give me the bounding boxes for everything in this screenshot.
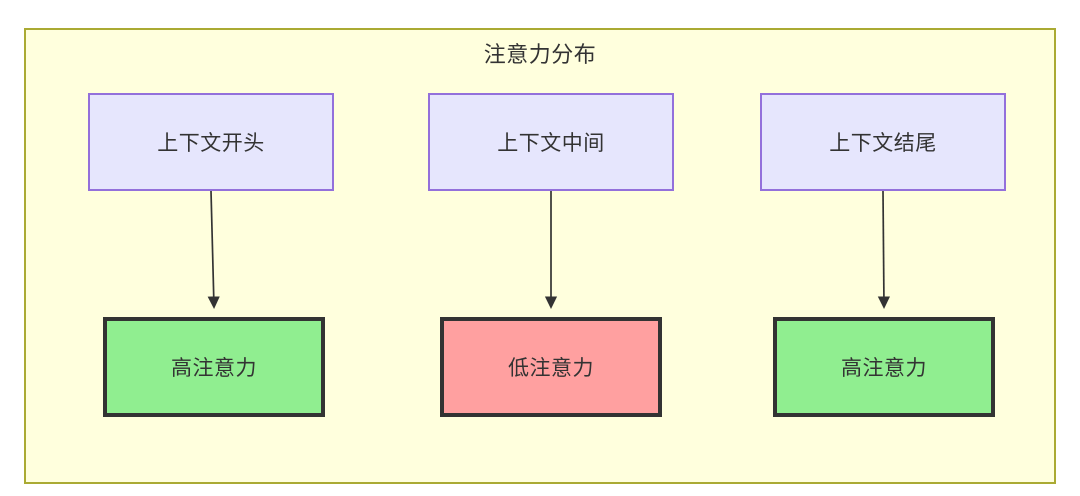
node-context-start-label: 上下文开头 (157, 132, 265, 155)
node-context-end[interactable]: 上下文结尾 (760, 93, 1006, 191)
diagram-title: 注意力分布 (483, 42, 597, 67)
node-context-middle[interactable]: 上下文中间 (428, 93, 674, 191)
node-attention-end-label: 高注意力 (841, 357, 927, 380)
node-context-end-label: 上下文结尾 (829, 132, 937, 155)
node-context-start[interactable]: 上下文开头 (88, 93, 334, 191)
node-attention-end[interactable]: 高注意力 (773, 317, 995, 417)
node-attention-start[interactable]: 高注意力 (103, 317, 325, 417)
node-context-middle-label: 上下文中间 (497, 132, 605, 155)
node-attention-start-label: 高注意力 (171, 357, 257, 380)
node-attention-middle-label: 低注意力 (508, 357, 594, 380)
node-attention-middle[interactable]: 低注意力 (440, 317, 662, 417)
